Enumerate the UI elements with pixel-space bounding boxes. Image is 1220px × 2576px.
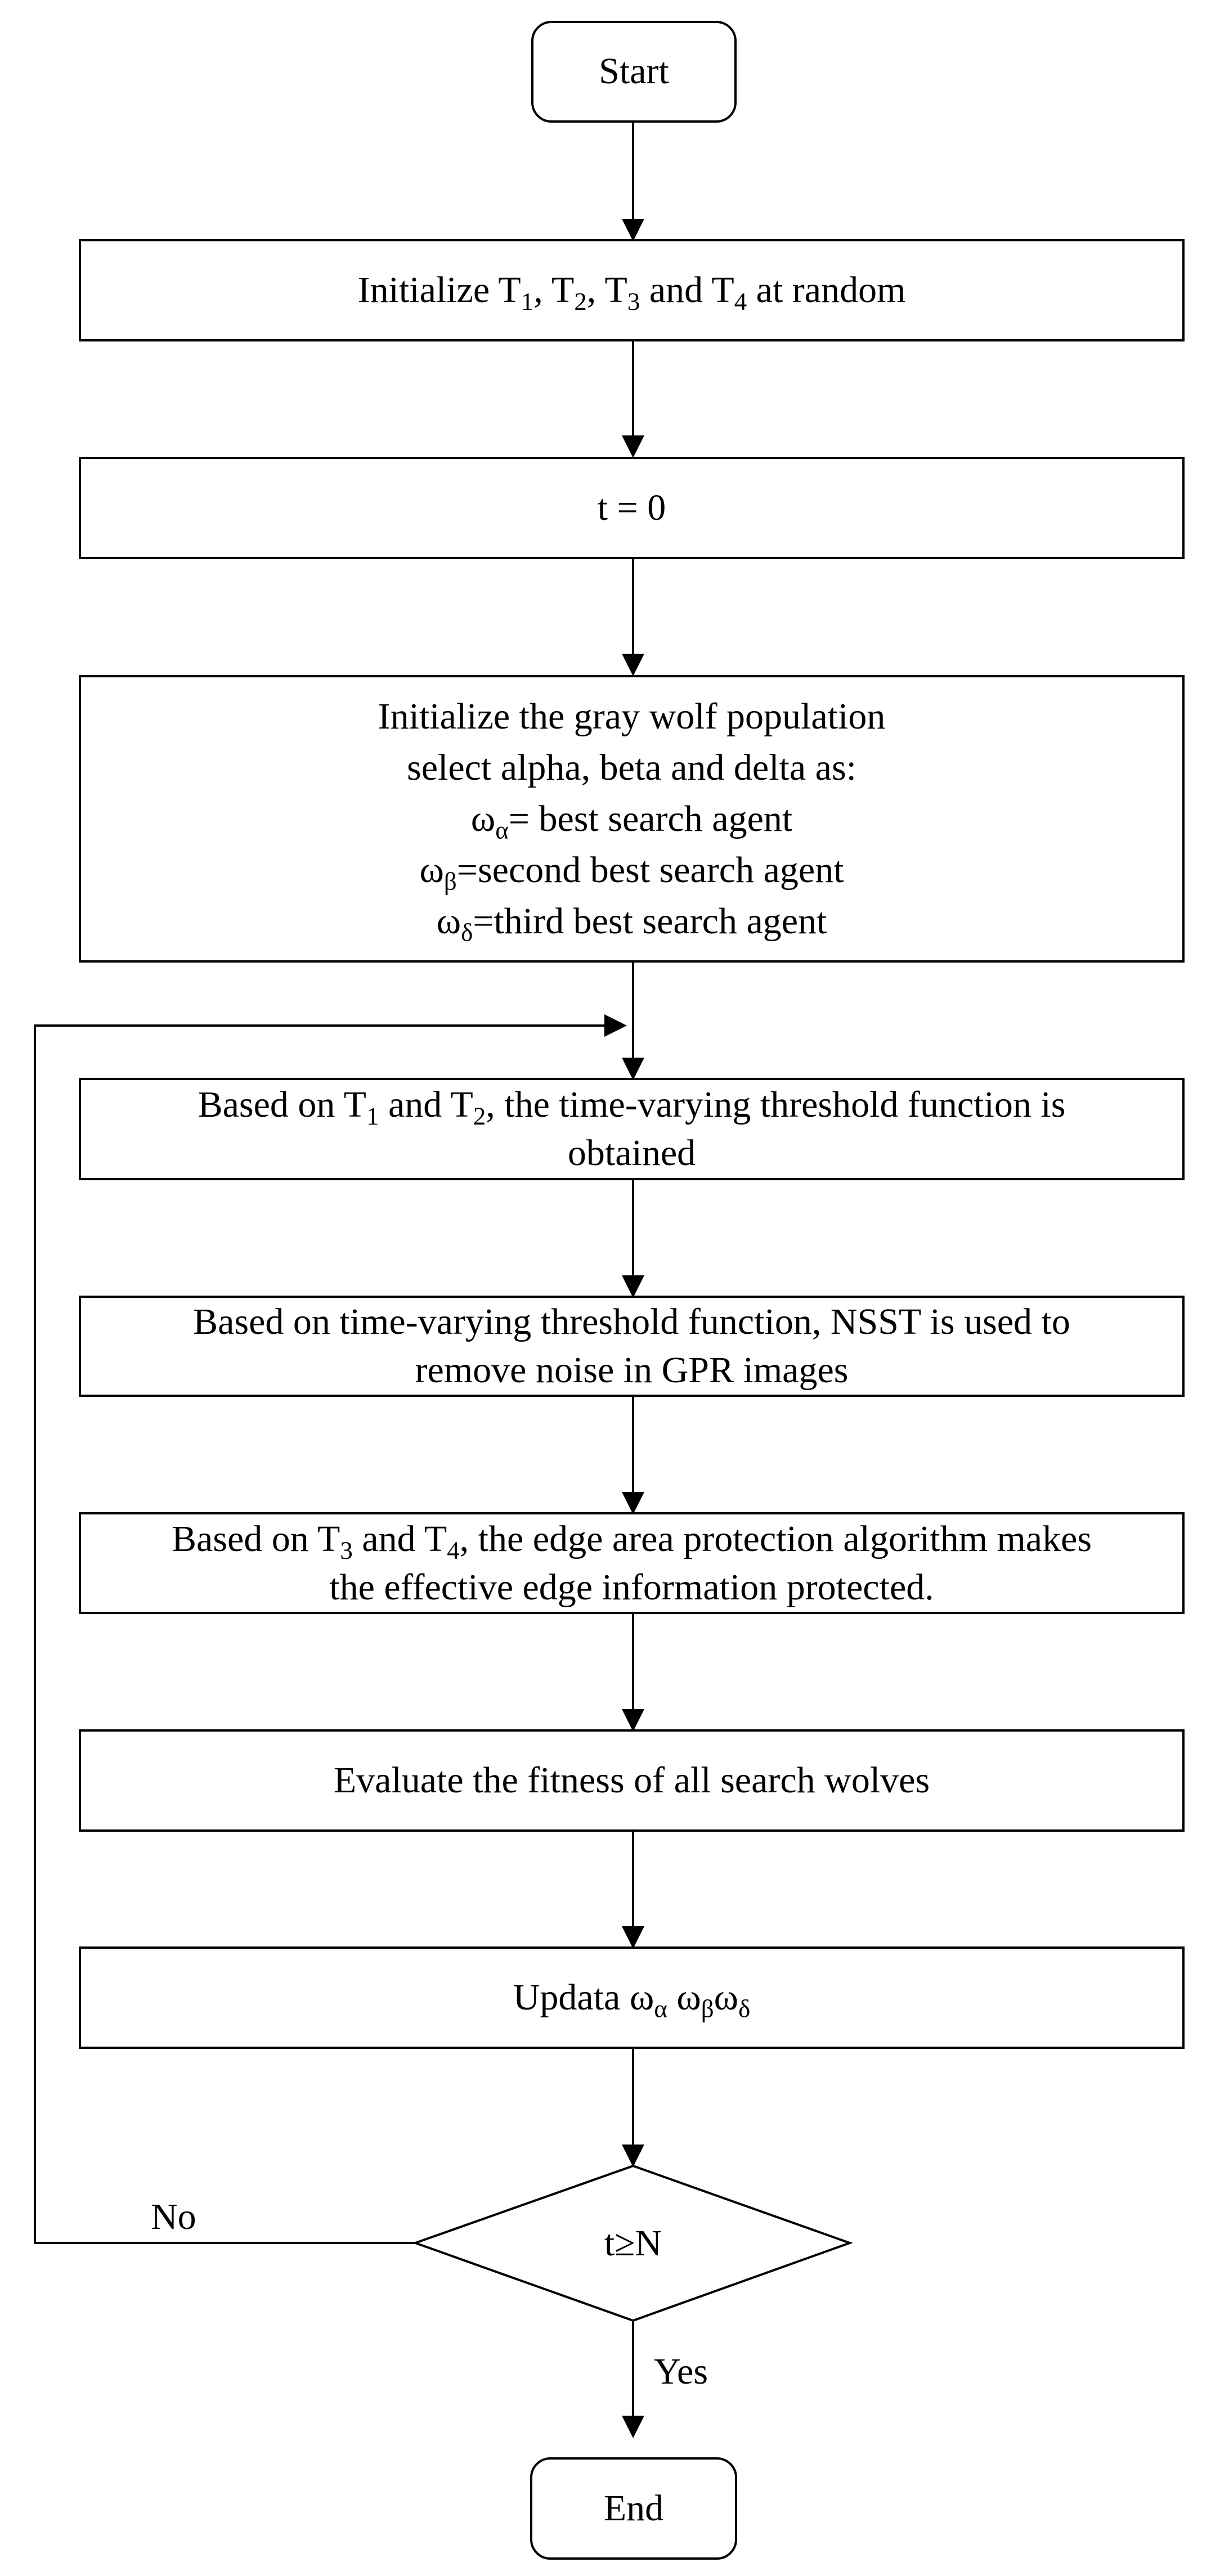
evaluate-box: Evaluate the fitness of all search wolve… xyxy=(79,1729,1185,1832)
update-label: Updata ωα ωβωδ xyxy=(513,1976,751,2023)
nsst-line-2: remove noise in GPR images xyxy=(415,1350,849,1391)
population-line-1: Initialize the gray wolf population xyxy=(378,695,886,737)
edge-line-2: the effective edge information protected… xyxy=(329,1566,934,1608)
population-line-4: ωβ=second best search agent xyxy=(419,849,844,896)
nsst-box: Based on time-varying threshold function… xyxy=(79,1296,1185,1397)
population-line-5: ωδ=third best search agent xyxy=(436,901,827,947)
update-box: Updata ωα ωβωδ xyxy=(79,1946,1185,2049)
edge-protection-box: Based on T3 and T4, the edge area protec… xyxy=(79,1512,1185,1614)
set-t-box: t = 0 xyxy=(79,457,1185,559)
loop-no-path xyxy=(34,1014,627,2244)
start-node: Start xyxy=(531,21,737,123)
set-t-label: t = 0 xyxy=(597,487,666,528)
end-label: End xyxy=(603,2487,664,2529)
end-node: End xyxy=(530,2457,737,2560)
init-thresholds-box: Initialize T1, T2, T3 and T4 at random xyxy=(79,239,1185,341)
decision-label: t≥N xyxy=(604,2222,662,2264)
edge-line-1: Based on T3 and T4, the edge area protec… xyxy=(171,1518,1092,1565)
threshold-function-box: Based on T1 and T2, the time-varying thr… xyxy=(79,1078,1185,1180)
threshold-line-1: Based on T1 and T2, the time-varying thr… xyxy=(198,1084,1066,1130)
init-thresholds-text: Initialize T1, T2, T3 and T4 at random xyxy=(357,269,906,316)
yes-label: Yes xyxy=(654,2351,708,2392)
threshold-line-2: obtained xyxy=(567,1132,696,1174)
no-label: No xyxy=(151,2196,196,2237)
population-line-2: select alpha, beta and delta as: xyxy=(407,747,856,788)
evaluate-label: Evaluate the fitness of all search wolve… xyxy=(333,1759,930,1801)
decision-diamond xyxy=(412,2164,853,2322)
init-population-box: Initialize the gray wolf population sele… xyxy=(79,675,1185,963)
nsst-line-1: Based on time-varying threshold function… xyxy=(193,1301,1070,1343)
population-line-3: ωα= best search agent xyxy=(470,798,793,844)
start-label: Start xyxy=(599,51,669,92)
